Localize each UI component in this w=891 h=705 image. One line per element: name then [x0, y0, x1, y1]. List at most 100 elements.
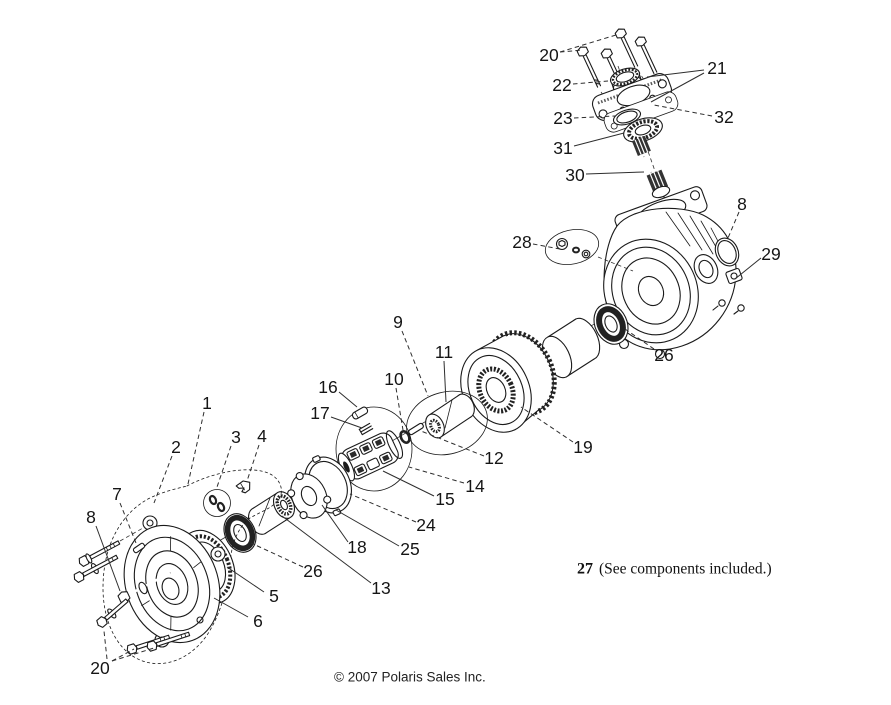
leader-line-3: [215, 445, 232, 491]
fitting-29: [712, 267, 745, 315]
leader-line-14: [408, 466, 465, 484]
gearcase-cover-plate: [591, 73, 673, 121]
callout-28: 28: [512, 232, 531, 252]
o-ring-8: [714, 237, 740, 267]
callout-11: 11: [435, 342, 453, 362]
washer-detail-circle-3: [203, 489, 231, 517]
leader-line-12: [420, 430, 485, 457]
note-27-text: (See components included.): [599, 561, 772, 578]
leader-line-30: [585, 171, 645, 175]
callout-15: 15: [435, 489, 454, 509]
callout-10: 10: [384, 369, 404, 389]
callout-2: 2: [171, 437, 181, 457]
note-27-number: 27: [577, 561, 593, 578]
leader-line-15: [382, 470, 435, 497]
callout-30: 30: [565, 165, 585, 185]
callout-19: 19: [573, 437, 592, 457]
callout-29: 29: [761, 244, 780, 264]
bolt-projection-line: [119, 527, 144, 542]
retainer-16: [351, 406, 369, 420]
leader-line-21: [650, 72, 705, 103]
leader-line-13: [281, 515, 372, 584]
callout-16: 16: [318, 377, 337, 397]
seal-26-right: [593, 303, 629, 345]
leader-line-23: [573, 115, 616, 119]
callout-25: 25: [400, 539, 419, 559]
callout-1: 1: [202, 393, 212, 413]
cam-plate-18: [287, 472, 332, 520]
callout-24: 24: [416, 515, 436, 535]
spacer-tube: [541, 317, 601, 379]
callout-26: 26: [654, 345, 673, 365]
ring-gear-19: [460, 330, 557, 433]
clip-4: [235, 480, 251, 494]
pin-12: [408, 422, 424, 436]
leader-line-11: [443, 360, 447, 403]
leader-line-7: [119, 502, 137, 544]
callout-7: 7: [112, 484, 122, 504]
callout-13: 13: [371, 578, 390, 598]
callout-8: 8: [737, 194, 747, 214]
leader-line-2: [153, 455, 173, 504]
callout-9: 9: [393, 312, 403, 332]
leader-line-22: [572, 80, 609, 85]
leader-line-5: [226, 566, 265, 593]
callout-20: 20: [90, 658, 110, 678]
sprag-cage-15: [337, 430, 404, 482]
roller-balloon-9: [399, 390, 488, 456]
copyright-text: © 2007 Polaris Sales Inc.: [334, 670, 486, 685]
sprag-cage-balloon-14: [335, 406, 413, 492]
bolts-20-bottom: [96, 598, 191, 655]
callout-3: 3: [231, 427, 241, 447]
gearcase-cover-6: [123, 515, 226, 648]
callout-22: 22: [552, 75, 571, 95]
leader-line-29: [734, 257, 762, 280]
leader-line-24: [349, 493, 417, 523]
callout-23: 23: [553, 108, 572, 128]
leader-line-25: [335, 509, 400, 547]
gearcase-housing: [603, 186, 745, 360]
kit-boundary-outline: [102, 469, 282, 665]
callout-31: 31: [553, 138, 572, 158]
leader-line-9: [401, 330, 429, 397]
callout-14: 14: [465, 476, 485, 496]
callout-20: 20: [539, 45, 559, 65]
leader-line-8: [95, 525, 121, 592]
leader-line-1: [187, 411, 205, 485]
washer-10: [399, 430, 411, 444]
leader-line-31: [573, 132, 625, 147]
callout-8: 8: [86, 507, 96, 527]
callout-18: 18: [347, 537, 366, 557]
callout-4: 4: [257, 426, 267, 446]
leader-line-18: [321, 504, 349, 543]
leader-line-20: [103, 630, 108, 660]
callout-5: 5: [269, 586, 279, 606]
clip-17: [358, 422, 374, 436]
leader-line-20: [111, 648, 135, 662]
dowel-pin-7: [132, 542, 146, 554]
leader-line-32: [653, 104, 713, 117]
pinion-shaft-30: [631, 135, 671, 207]
callout-6: 6: [253, 611, 263, 631]
callout-21: 21: [707, 58, 726, 78]
leader-line-4: [246, 444, 260, 482]
leader-line-16: [338, 391, 358, 408]
callout-32: 32: [714, 107, 733, 127]
leader-line-8: [727, 211, 740, 239]
leader-line-17: [330, 416, 363, 429]
plug-kit-balloon-28: [544, 229, 634, 272]
leader-line-6: [213, 597, 249, 618]
leader-line-26: [624, 328, 655, 350]
leader-line-10: [395, 387, 404, 431]
leader-line-20: [559, 34, 617, 53]
leader-line-21: [646, 69, 705, 78]
callout-17: 17: [310, 403, 329, 423]
callout-26: 26: [303, 561, 322, 581]
oil-seal-23: [612, 108, 642, 126]
leader-line-20: [559, 49, 584, 53]
callout-12: 12: [484, 448, 503, 468]
seal-26-left: [223, 513, 257, 553]
